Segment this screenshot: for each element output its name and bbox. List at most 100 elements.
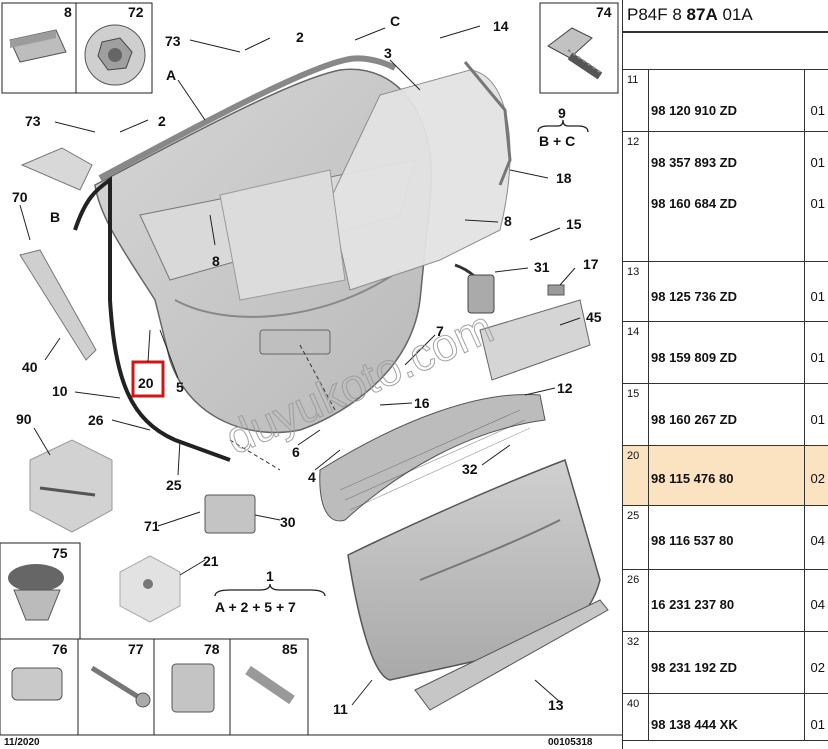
callout-73a[interactable]: 73	[165, 33, 181, 49]
qty-column	[804, 70, 828, 131]
callout-5[interactable]: 5	[176, 379, 184, 395]
part-number[interactable]: 98 160 267 ZD	[651, 412, 738, 427]
part-number[interactable]: 16 231 237 80	[651, 597, 735, 612]
sill-13[interactable]	[414, 599, 609, 711]
callout-6[interactable]: 6	[292, 444, 300, 460]
part-quantity: 01	[810, 103, 825, 118]
callout-2a[interactable]: 2	[296, 29, 304, 45]
module-45[interactable]	[479, 299, 591, 381]
trim-40[interactable]	[19, 249, 97, 361]
part-number[interactable]: 98 125 736 ZD	[651, 289, 738, 304]
callout-3[interactable]: 3	[384, 45, 392, 61]
inset-box-74[interactable]	[539, 2, 619, 94]
callout-4[interactable]: 4	[308, 469, 316, 485]
callout-14[interactable]: 14	[493, 18, 509, 34]
callout-C[interactable]: C	[390, 13, 400, 29]
callout-20[interactable]: 20	[138, 375, 154, 391]
part-number[interactable]: 98 160 684 ZD	[651, 196, 738, 211]
callout-13[interactable]: 13	[548, 697, 564, 713]
inset-box-75[interactable]	[0, 542, 81, 640]
part-quantity: 01	[810, 412, 825, 427]
inset-box-72[interactable]	[75, 2, 153, 94]
part-quantity: 04	[810, 533, 825, 548]
part-number[interactable]: 98 357 893 ZD	[651, 155, 738, 170]
ref-prefix: P84F 8	[627, 5, 687, 24]
inset-box-76[interactable]	[0, 638, 79, 736]
part-index: 40	[623, 694, 649, 741]
callout-B[interactable]: B	[50, 209, 60, 225]
callout-18[interactable]: 18	[556, 170, 572, 186]
callout-77[interactable]: 77	[128, 641, 144, 657]
trim-B[interactable]	[20, 147, 93, 191]
part-number[interactable]: 98 116 537 80	[651, 533, 734, 548]
callout-45[interactable]: 45	[586, 309, 602, 325]
callout-90[interactable]: 90	[16, 411, 32, 427]
callout-70[interactable]: 70	[12, 189, 28, 205]
callout-10[interactable]: 10	[52, 383, 68, 399]
callout-72[interactable]: 72	[128, 4, 144, 20]
part-90[interactable]	[29, 439, 113, 533]
qty-column	[804, 446, 828, 505]
exploded-parts-diagram: duyukoto.com 8 72 74 73 2 C 14 A 3 9 B +…	[0, 2, 622, 748]
part-17[interactable]	[547, 284, 565, 296]
callout-8[interactable]: 8	[64, 4, 72, 20]
callout-26[interactable]: 26	[88, 412, 104, 428]
callout-75[interactable]: 75	[52, 545, 68, 561]
part-number[interactable]: 98 115 476 80	[651, 471, 734, 486]
callout-40[interactable]: 40	[22, 359, 38, 375]
part-number[interactable]: 98 159 809 ZD	[651, 350, 738, 365]
inset-box-8[interactable]	[1, 2, 77, 94]
callout-76[interactable]: 76	[52, 641, 68, 657]
callout-85[interactable]: 85	[282, 641, 298, 657]
callout-16[interactable]: 16	[414, 395, 430, 411]
callout-78[interactable]: 78	[204, 641, 220, 657]
callout-31[interactable]: 31	[534, 259, 550, 275]
seal-10[interactable]	[73, 176, 231, 462]
callout-9[interactable]: 9	[558, 105, 566, 121]
qty-column	[804, 506, 828, 569]
callout-8c[interactable]: 8	[504, 213, 512, 229]
callout-8b[interactable]: 8	[212, 253, 220, 269]
trim-panel-11[interactable]	[347, 459, 601, 681]
callout-1-kit: A + 2 + 5 + 7	[215, 599, 296, 615]
callout-74[interactable]: 74	[596, 4, 612, 20]
part-21[interactable]	[119, 555, 181, 623]
spoiler-12[interactable]	[319, 393, 546, 522]
qty-column	[804, 632, 828, 693]
part-number[interactable]: 98 231 192 ZD	[651, 660, 738, 675]
strut-18[interactable]	[463, 61, 512, 186]
callout-21[interactable]: 21	[203, 553, 219, 569]
callout-30[interactable]: 30	[280, 514, 296, 530]
part-number[interactable]: 98 138 444 XK	[651, 717, 738, 732]
callout-17[interactable]: 17	[583, 256, 599, 272]
inset-box-85[interactable]	[229, 638, 309, 736]
callout-2b[interactable]: 2	[158, 113, 166, 129]
part-30[interactable]	[204, 494, 256, 534]
footer-code: 00105318	[548, 737, 593, 748]
callout-7[interactable]: 7	[436, 323, 444, 339]
callout-25[interactable]: 25	[166, 477, 182, 493]
callout-A[interactable]: A	[166, 67, 176, 83]
callout-12[interactable]: 12	[557, 380, 573, 396]
qty-column	[804, 262, 828, 321]
part-number[interactable]: 98 120 910 ZD	[651, 103, 738, 118]
callout-1[interactable]: 1	[266, 568, 274, 584]
callout-73b[interactable]: 73	[25, 113, 41, 129]
callout-15[interactable]: 15	[566, 216, 582, 232]
lock-31[interactable]	[454, 263, 495, 314]
callout-71[interactable]: 71	[144, 518, 160, 534]
catalog-reference: P84F 8 87A 01A	[623, 0, 828, 33]
part-index: 26	[623, 570, 649, 631]
callout-32[interactable]: 32	[462, 461, 478, 477]
callout-11[interactable]: 11	[333, 701, 348, 717]
